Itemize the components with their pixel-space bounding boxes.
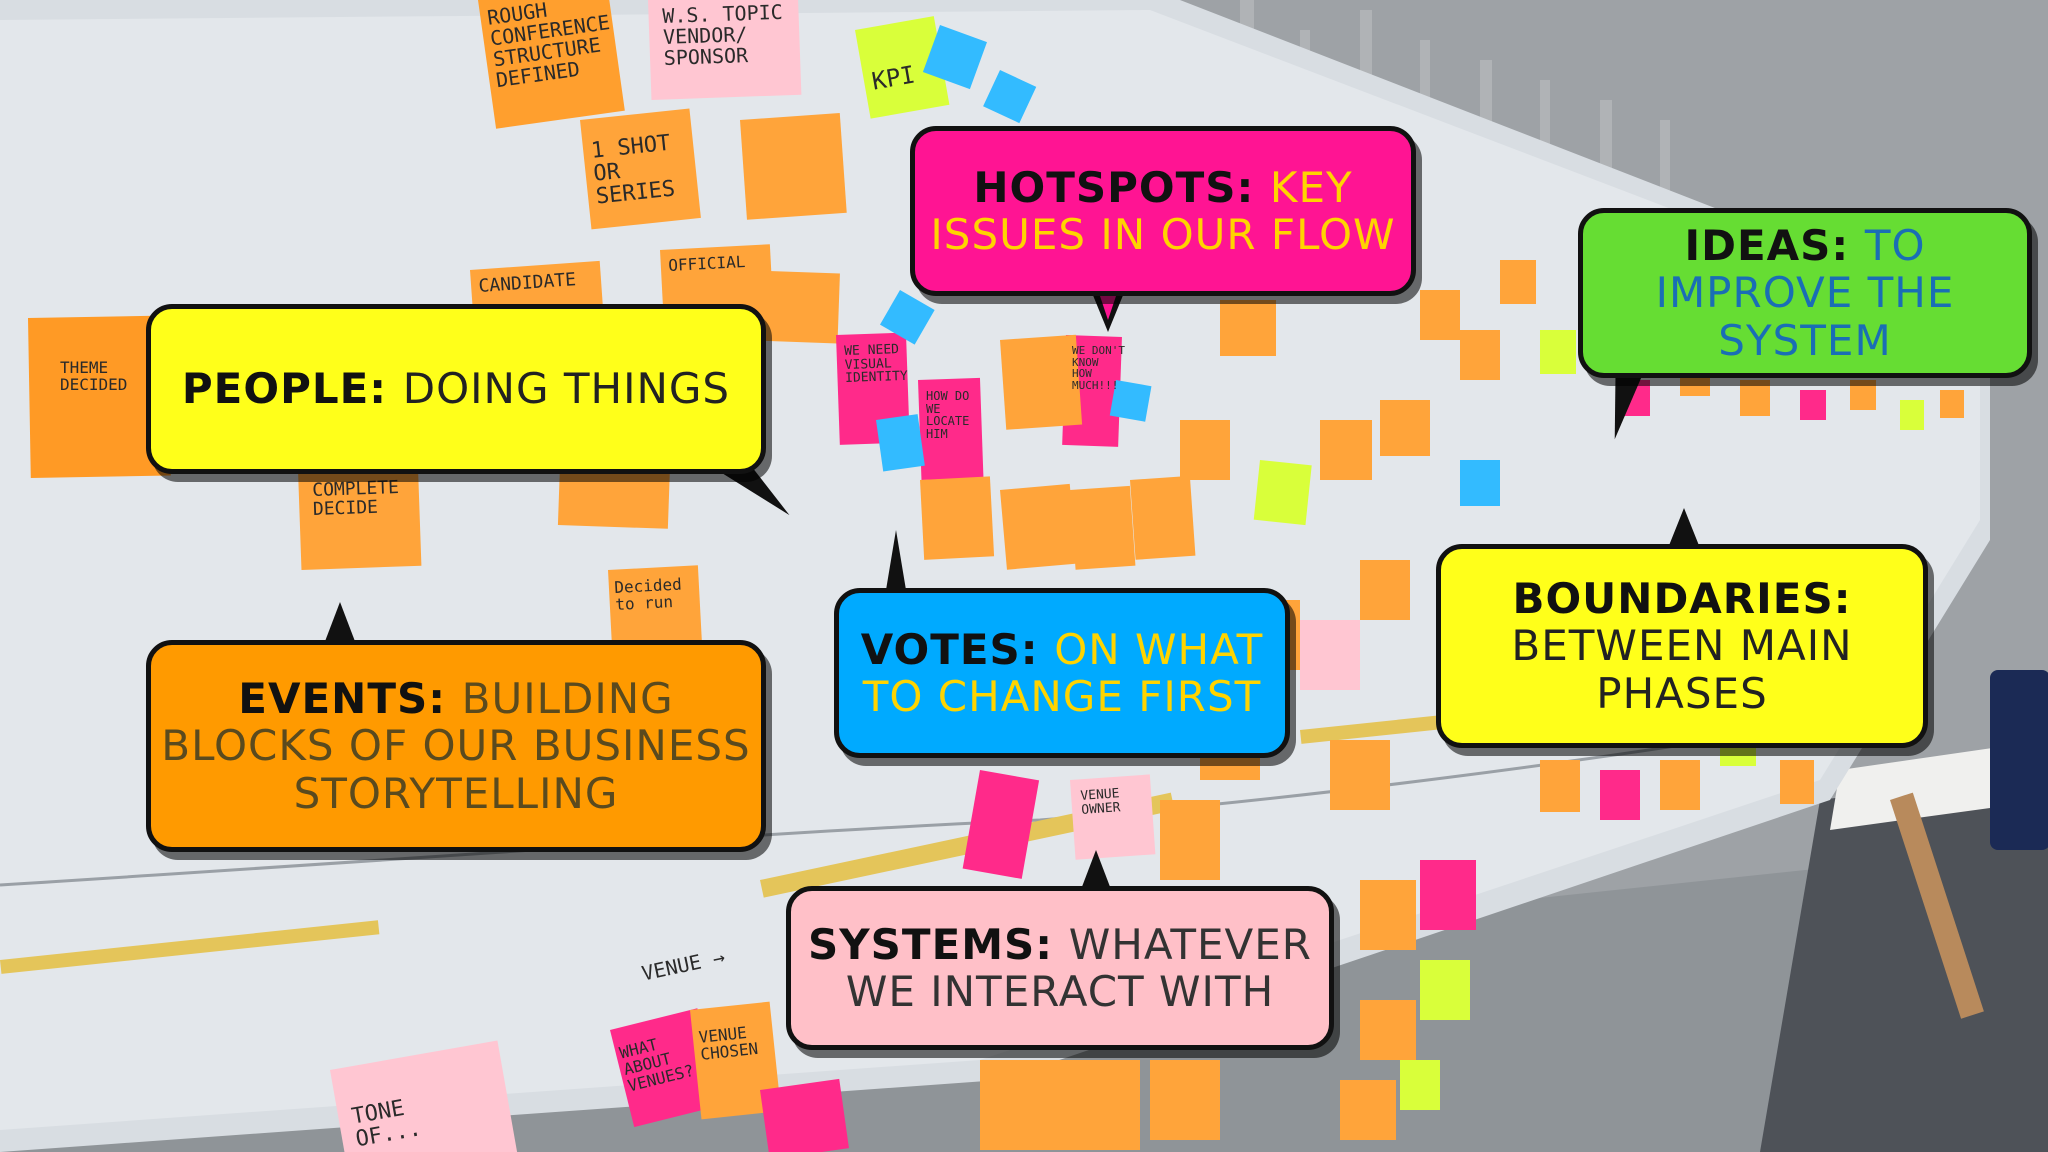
systems-bubble: Systems: whatever we interact with bbox=[786, 886, 1334, 1050]
note-complete-decide: COMPLETE DECIDE bbox=[311, 476, 400, 520]
votes-desc: on what to change first bbox=[862, 624, 1264, 721]
systems-bubble-tail bbox=[1080, 850, 1112, 892]
ideas-desc: to improve the system bbox=[1655, 221, 1955, 365]
boundaries-term: Boundaries: bbox=[1512, 574, 1852, 624]
hotspots-bubble: Hotspots: key issues in our flow bbox=[910, 126, 1416, 296]
note-decided-to-run: Decided to run bbox=[613, 574, 683, 614]
events-term: Events: bbox=[238, 674, 447, 724]
events-bubble-tail bbox=[324, 602, 356, 644]
ideas-term: Ideas: bbox=[1684, 221, 1850, 271]
note-ws-topic: W.S. TOPIC VENDOR/ SPONSOR bbox=[661, 0, 784, 70]
people-desc: doing things bbox=[402, 364, 731, 414]
hotspots-desc: key issues in our flow bbox=[930, 162, 1396, 259]
boundaries-bubble-tail bbox=[1668, 508, 1700, 548]
votes-term: Votes: bbox=[860, 624, 1039, 674]
note-visual-identity: WE NEED VISUAL IDENTITY bbox=[843, 342, 909, 387]
note-venue-owner: VENUE OWNER bbox=[1079, 786, 1121, 818]
votes-bubble-tail bbox=[886, 530, 906, 590]
note-how-do-we-locate: HOW DO WE LOCATE HIM bbox=[926, 389, 970, 441]
note-shot-series: 1 SHOT OR SERIES bbox=[589, 130, 677, 210]
note-venue-chosen: VENUE CHOSEN bbox=[697, 1022, 760, 1064]
votes-bubble: Votes: on what to change first bbox=[834, 588, 1290, 758]
ideas-bubble: Ideas: to improve the system bbox=[1578, 208, 2032, 378]
note-dont-know-how-much: WE DON'T KNOW HOW MUCH!!! bbox=[1072, 344, 1125, 392]
people-bubble: People: doing things bbox=[146, 304, 766, 474]
systems-term: Systems: bbox=[808, 919, 1054, 969]
events-bubble: Events: Building Blocks of our business … bbox=[146, 640, 766, 852]
events-desc: Building Blocks of our business storytel… bbox=[161, 674, 751, 818]
boundaries-desc: Between main phases bbox=[1511, 621, 1853, 718]
hotspots-term: Hotspots: bbox=[973, 162, 1255, 212]
systems-desc: whatever we interact with bbox=[845, 919, 1312, 1016]
boundaries-bubble: Boundaries: Between main phases bbox=[1436, 544, 1928, 748]
people-term: People: bbox=[181, 364, 388, 414]
note-theme-decided: THEME DECIDED bbox=[60, 358, 128, 394]
